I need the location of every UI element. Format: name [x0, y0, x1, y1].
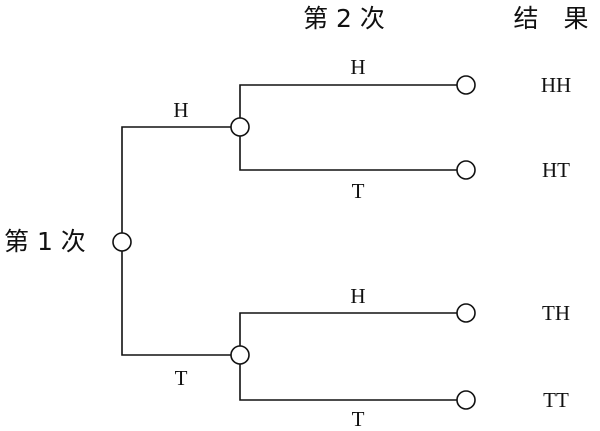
edge-lower-upper	[239, 312, 458, 355]
leaf-node-th	[456, 303, 476, 323]
outcome-hh: HH	[541, 73, 571, 97]
first-toss-header: 第 1 次	[4, 227, 86, 256]
outcome-ht: HT	[542, 158, 570, 182]
leaf-node-tt	[456, 390, 476, 410]
second-level-edges	[239, 84, 458, 401]
branch-label-second-tt: T	[352, 407, 365, 431]
outcome-header: 结 果	[513, 4, 588, 33]
first-level-edges	[121, 126, 236, 356]
leaf-node-hh	[456, 75, 476, 95]
edge-root-upper	[121, 126, 236, 242]
node-first-t	[230, 345, 250, 365]
node-first-h	[230, 117, 250, 137]
outcome-tt: TT	[543, 388, 569, 412]
second-toss-header: 第 2 次	[303, 4, 385, 33]
branch-label-second-ht: T	[352, 179, 365, 203]
branch-label-first-h: H	[173, 98, 188, 122]
root-node	[112, 232, 132, 252]
edge-upper-lower	[239, 127, 458, 171]
branch-label-second-hh: H	[350, 55, 365, 79]
outcome-th: TH	[542, 301, 570, 325]
edge-upper-upper	[239, 84, 458, 127]
branch-label-second-th: H	[350, 284, 365, 308]
edge-root-lower	[121, 242, 236, 356]
leaf-node-ht	[456, 160, 476, 180]
branch-label-first-t: T	[175, 366, 188, 390]
edge-lower-lower	[239, 355, 458, 401]
